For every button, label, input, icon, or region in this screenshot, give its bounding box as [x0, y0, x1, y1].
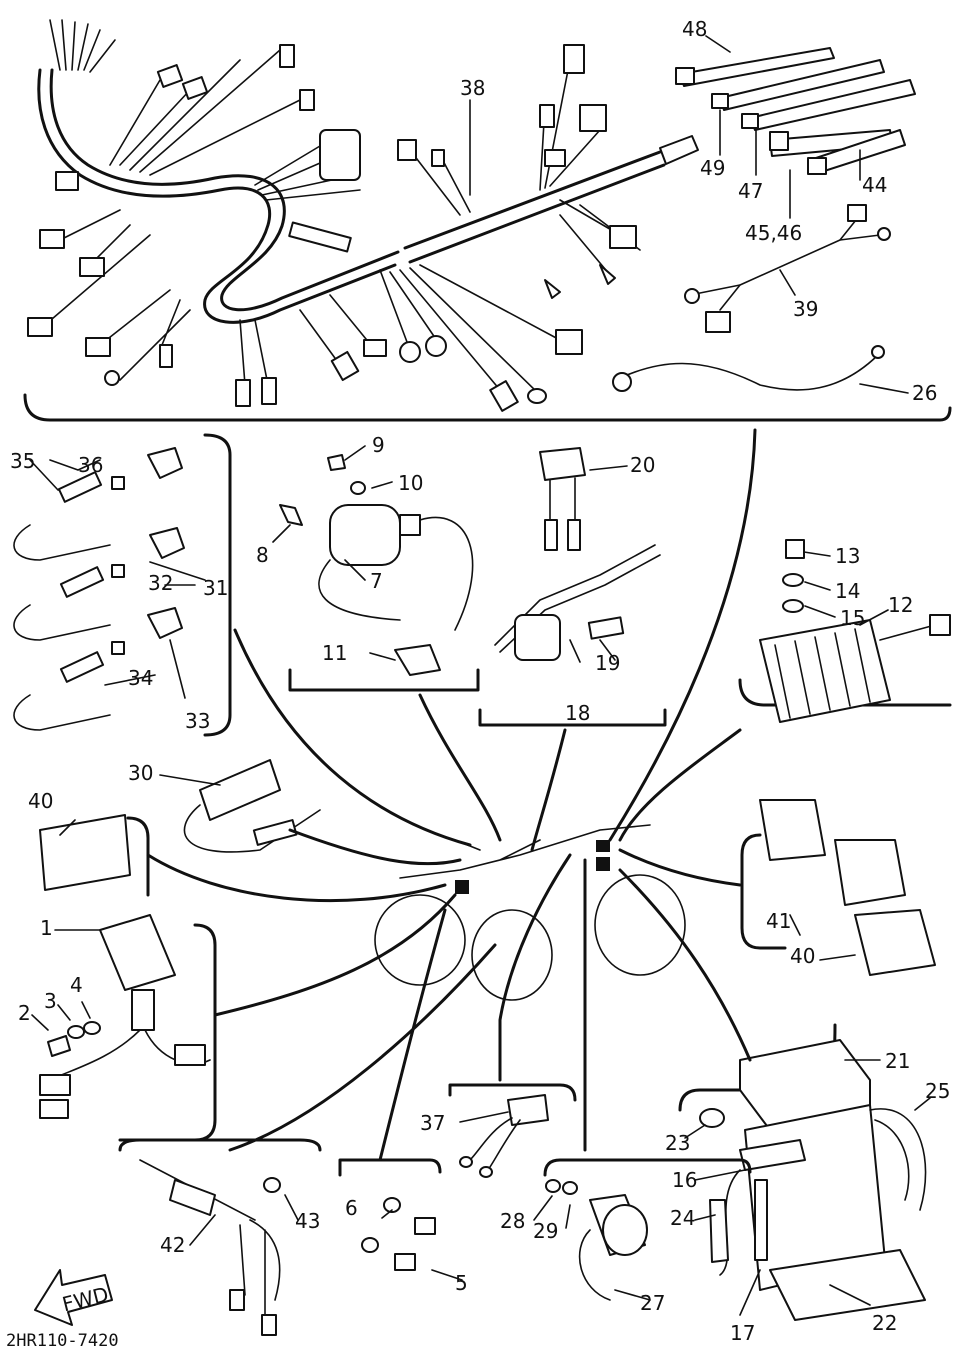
relay-group: [478, 447, 667, 727]
callout-44: 44: [862, 173, 887, 197]
callout-3: 3: [44, 989, 57, 1013]
cdi-unit-group: [39, 914, 217, 1142]
callout-numbers: 48 49 47 44 45,46 39 38 26 35 36 32 31 3…: [10, 17, 950, 1345]
callout-30: 30: [128, 761, 153, 785]
leader-lines: [146, 428, 757, 1162]
callout-14: 14: [835, 579, 860, 603]
callout-24: 24: [670, 1206, 695, 1230]
callout-47: 47: [738, 179, 763, 203]
callout-43: 43: [295, 1209, 320, 1233]
callout-29: 29: [533, 1219, 558, 1243]
callout-42: 42: [160, 1233, 185, 1257]
callout-21: 21: [885, 1049, 910, 1073]
callout-22: 22: [872, 1311, 897, 1335]
callout-36: 36: [78, 453, 103, 477]
callout-31: 31: [203, 576, 228, 600]
callout-40-upper: 40: [28, 789, 53, 813]
callout-37: 37: [420, 1111, 445, 1135]
callout-17: 17: [730, 1321, 755, 1345]
callout-15: 15: [840, 606, 865, 630]
bolts-5-6-group: [338, 1158, 442, 1271]
battery-group: [678, 1023, 927, 1321]
callout-34: 34: [128, 666, 153, 690]
callout-7: 7: [370, 569, 383, 593]
callout-48: 48: [682, 17, 707, 41]
callout-10: 10: [398, 471, 423, 495]
callout-8: 8: [256, 543, 269, 567]
callout-4: 4: [70, 973, 83, 997]
switch-42-group: [118, 1138, 322, 1336]
drawing-code: 2HR110-7420: [6, 1331, 119, 1351]
callout-39: 39: [793, 297, 818, 321]
lead-wire-26: [612, 345, 885, 392]
connector-37-group: [448, 1083, 577, 1178]
fwd-arrow-icon: FWD: [34, 1269, 113, 1326]
callout-35: 35: [10, 449, 35, 473]
relay-30: [183, 759, 321, 853]
sensor-group: [13, 433, 232, 737]
frame-sketch: [374, 824, 686, 1001]
callout-25: 25: [925, 1079, 950, 1103]
callout-leaders: [29, 35, 931, 1316]
callout-38: 38: [460, 76, 485, 100]
switch-41-group: [740, 799, 936, 976]
callout-11: 11: [322, 641, 347, 665]
callout-6: 6: [345, 1196, 358, 1220]
lead-wire-39: [684, 204, 891, 333]
callout-1: 1: [40, 916, 53, 940]
horn-group: [543, 1158, 752, 1301]
wire-harness: [27, 19, 699, 412]
callout-20: 20: [630, 453, 655, 477]
callout-27: 27: [640, 1291, 665, 1315]
callout-12: 12: [888, 593, 913, 617]
rectifier-group: [738, 539, 952, 723]
callout-18: 18: [565, 701, 590, 725]
callout-19: 19: [595, 651, 620, 675]
cable-straps: [675, 47, 916, 175]
ignition-coil-group: [279, 454, 480, 692]
callout-26: 26: [912, 381, 937, 405]
callout-23: 23: [665, 1131, 690, 1155]
callout-41: 41: [766, 909, 791, 933]
callout-13: 13: [835, 544, 860, 568]
callout-16: 16: [672, 1168, 697, 1192]
callout-32: 32: [148, 571, 173, 595]
callout-49: 49: [700, 156, 725, 180]
callout-2: 2: [18, 1001, 31, 1025]
callout-33: 33: [185, 709, 210, 733]
harness-group-bracket: [23, 393, 952, 422]
callout-9: 9: [372, 433, 385, 457]
cover-40: [39, 814, 150, 897]
callout-45-46: 45,46: [745, 221, 802, 245]
callout-40-lower: 40: [790, 944, 815, 968]
callout-28: 28: [500, 1209, 525, 1233]
callout-5: 5: [455, 1271, 468, 1295]
